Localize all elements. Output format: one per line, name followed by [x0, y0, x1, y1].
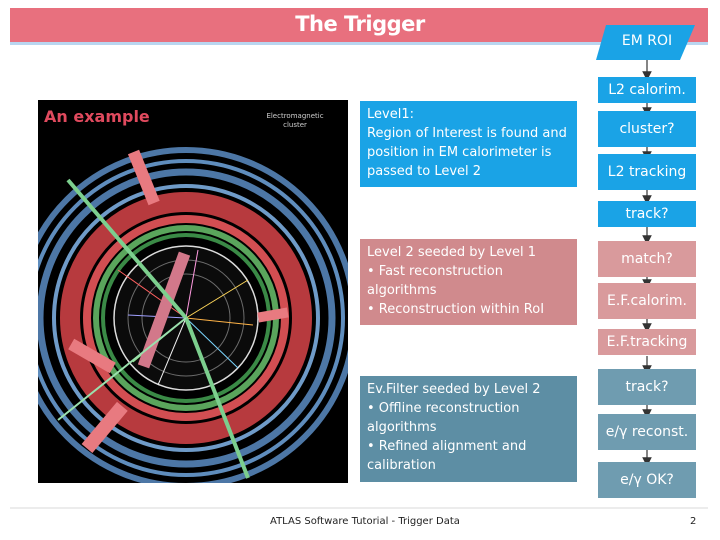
- flow-track-check-1: track?: [598, 201, 696, 227]
- flow-l2-tracking: L2 tracking: [598, 154, 696, 190]
- ef-line: • Refined alignment and calibration: [367, 439, 527, 473]
- title-bar: [10, 8, 708, 42]
- footer-text: ATLAS Software Tutorial - Trigger Data: [270, 516, 460, 527]
- event-filter-description-box: Ev.Filter seeded by Level 2 • Offline re…: [360, 376, 577, 482]
- slide-title: The Trigger: [295, 12, 425, 36]
- level2-line: Level 2 seeded by Level 1: [367, 245, 537, 260]
- flow-egamma-reconst: e/γ reconst.: [598, 414, 696, 450]
- level2-line: • Reconstruction within RoI: [367, 302, 545, 317]
- flow-egamma-ok: e/γ OK?: [598, 462, 696, 498]
- page-number: 2: [690, 516, 697, 527]
- level2-description-box: Level 2 seeded by Level 1 • Fast reconst…: [360, 239, 577, 325]
- ef-line: • Offline reconstruction algorithms: [367, 401, 520, 435]
- em-cluster-label: Electromagnetic cluster: [266, 112, 324, 129]
- flow-em-roi: EM ROI: [621, 33, 673, 49]
- level1-line: Region of Interest is found and position…: [367, 126, 567, 179]
- title-underline: [10, 42, 708, 45]
- level1-line: Level1:: [367, 107, 414, 122]
- flow-track-check-2: track?: [598, 369, 696, 405]
- flow-ef-tracking: E.F.tracking: [598, 329, 696, 355]
- level2-line: • Fast reconstruction algorithms: [367, 264, 503, 298]
- em-roi-shape: [596, 25, 695, 60]
- level1-description-box: Level1: Region of Interest is found and …: [360, 101, 577, 187]
- flow-match-check: match?: [598, 241, 696, 277]
- flow-l2-calorim: L2 calorim.: [598, 77, 696, 103]
- example-label: An example: [44, 107, 150, 126]
- event-display-image: [38, 100, 348, 483]
- flow-ef-calorim: E.F.calorim.: [598, 283, 696, 319]
- ef-line: Ev.Filter seeded by Level 2: [367, 382, 541, 397]
- detector-event-graphic: [38, 147, 348, 483]
- flow-cluster-check: cluster?: [598, 111, 696, 147]
